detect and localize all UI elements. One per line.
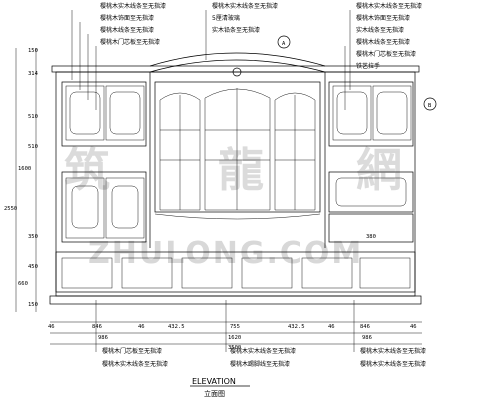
note-tl-3: 樱桃木线条至无指漆 <box>100 26 154 34</box>
note-tl-2: 樱桃木饰面至无指漆 <box>100 14 154 22</box>
watermark-char-3: 網 <box>356 143 402 197</box>
glass-doors <box>154 81 321 220</box>
note-tl-4: 樱桃木门芯板至无指漆 <box>100 38 160 46</box>
dim-b2-2: 1620 <box>228 335 241 341</box>
section-marker-b: B <box>428 103 432 109</box>
title-elevation: ELEVATION <box>192 377 236 386</box>
dim-right-note: 380 <box>366 234 376 240</box>
dim-b1-8: 846 <box>360 324 370 330</box>
notes-top-right: 樱桃木实木线条至无指漆 樱桃木饰面至无指漆 实木线条至无指漆 樱桃木线条至无指漆… <box>344 2 422 110</box>
dim-b1-9: 46 <box>410 324 417 330</box>
dim-left-9: 660 <box>18 281 28 287</box>
dim-left-10: 150 <box>28 302 38 308</box>
note-tr-1: 樱桃木实木线条至无指漆 <box>356 2 422 10</box>
note-tl-1: 樱桃木实木线条至无指漆 <box>100 2 166 10</box>
dim-left-3: 510 <box>28 114 38 120</box>
note-tc-3: 实木铅条至无指漆 <box>212 26 260 34</box>
right-upper-doors <box>328 81 414 147</box>
dim-left-4: 510 <box>28 144 38 150</box>
dim-b1-2: 846 <box>92 324 102 330</box>
watermark-char-1: 筑 <box>64 143 110 197</box>
dim-left-5: 1600 <box>18 166 31 172</box>
watermark-text: ZHULONG.COM <box>88 236 363 271</box>
base-drawers <box>49 251 422 305</box>
note-tr-2: 樱桃木饰面至无指漆 <box>356 14 410 22</box>
dim-b2-1: 986 <box>98 335 108 341</box>
dim-b1-4: 432.5 <box>168 324 185 330</box>
drawing-title: ELEVATION 立面图 <box>190 377 250 398</box>
crown-arch-inner <box>149 59 326 73</box>
left-upper-doors <box>61 81 147 147</box>
dims-left: 150 314 510 510 1600 2550 350 450 660 15… <box>4 48 39 312</box>
note-bl-1: 樱桃木门芯板至无指漆 <box>102 347 162 355</box>
title-subtitle: 立面图 <box>204 389 225 398</box>
watermark-char-2: 龍 <box>218 143 264 197</box>
dim-left-1: 150 <box>28 48 38 54</box>
dim-left-6: 2550 <box>4 206 17 212</box>
section-markers: A B <box>277 35 437 111</box>
notes-top-left: 樱桃木实木线条至无指漆 樱桃木饰面至无指漆 樱桃木线条至无指漆 樱桃木门芯板至无… <box>71 2 166 110</box>
right-lower-doors <box>328 171 414 243</box>
cabinet <box>49 52 422 305</box>
dim-b1-7: 46 <box>328 324 335 330</box>
crown-arch <box>149 52 326 67</box>
section-marker-a: A <box>282 41 286 47</box>
dim-b1-3: 46 <box>138 324 145 330</box>
note-tr-5: 樱桃木门芯板至无指漆 <box>356 50 416 58</box>
note-tc-1: 樱桃木实木线条至无指漆 <box>212 2 278 10</box>
note-br-1: 樱桃木实木线条至无指漆 <box>360 347 426 355</box>
dim-left-7: 350 <box>28 234 38 240</box>
left-lower-doors <box>61 171 147 243</box>
note-bl-2: 樱桃木实木线条至无指漆 <box>102 360 168 368</box>
dim-b1-5: 755 <box>230 324 240 330</box>
notes-bottom: 樱桃木门芯板至无指漆 樱桃木实木线条至无指漆 樱桃木实木线条至无指漆 樱桃木踢脚… <box>95 300 426 368</box>
dims-bottom: 46 846 46 432.5 755 432.5 46 846 46 986 … <box>48 321 422 351</box>
dim-left-2: 314 <box>28 71 39 77</box>
dim-b1-6: 432.5 <box>288 324 305 330</box>
note-tr-6: 铁艺拉手 <box>356 62 380 70</box>
dim-left-8: 450 <box>28 264 38 270</box>
cabinet-body <box>55 71 416 293</box>
note-bc-1: 樱桃木实木线条至无指漆 <box>230 347 296 355</box>
plinth <box>49 295 422 305</box>
note-tc-2: 5厘清玻璃 <box>212 14 240 22</box>
dim-b1-1: 46 <box>48 324 55 330</box>
note-tr-3: 实木线条至无指漆 <box>356 26 404 34</box>
dim-b2-3: 986 <box>362 335 372 341</box>
note-br-2: 樱桃木实木线条至无指漆 <box>360 360 426 368</box>
notes-top-center: 樱桃木实木线条至无指漆 5厘清玻璃 实木铅条至无指漆 <box>205 2 278 60</box>
dim-bottom-total: 3500 <box>228 345 241 351</box>
note-bc-2: 樱桃木踢脚线至无指漆 <box>230 360 290 368</box>
note-tr-4: 樱桃木线条至无指漆 <box>356 38 410 46</box>
